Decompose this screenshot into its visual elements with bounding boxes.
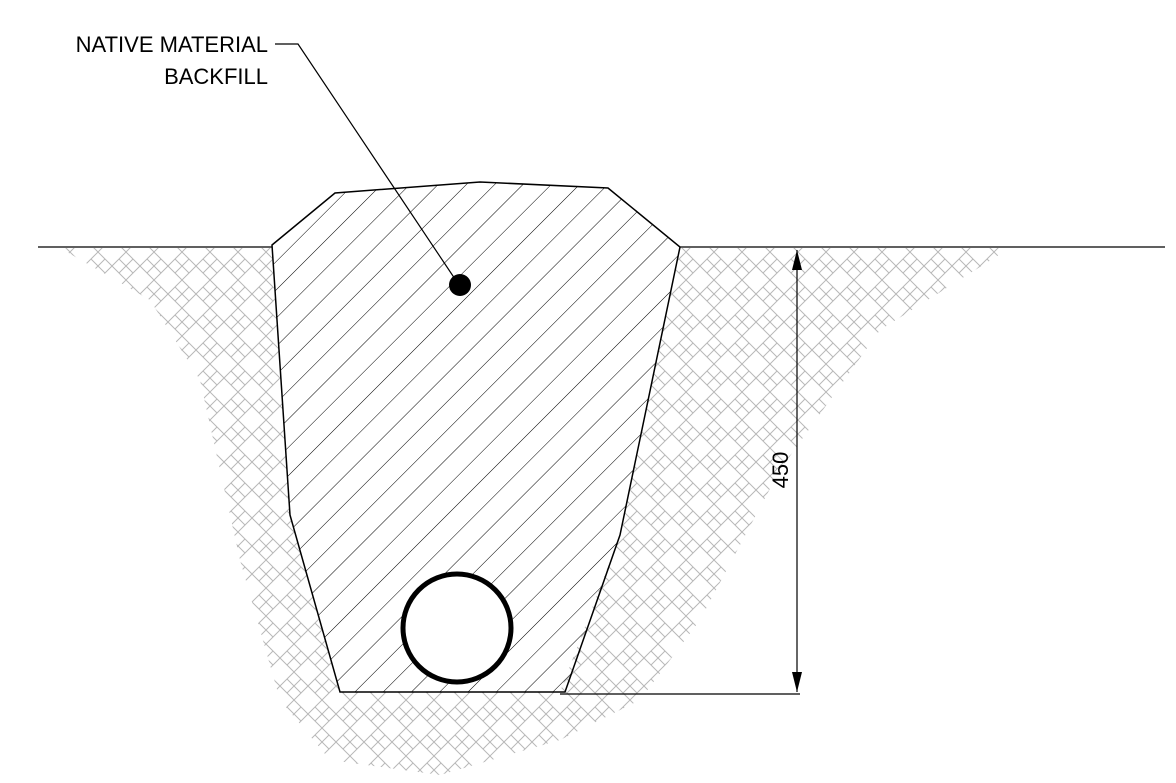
leader-dot [449,274,471,296]
dimension-value: 450 [768,452,793,489]
dimension-arrow-top [792,250,802,270]
depth-dimension [560,250,802,695]
callout-line2: BACKFILL [164,64,268,89]
dimension-arrow-bottom [792,672,802,692]
callout-leader [275,43,471,296]
pipe [400,571,514,685]
callout-line1: NATIVE MATERIAL [76,32,268,57]
backfill-region [271,181,681,693]
